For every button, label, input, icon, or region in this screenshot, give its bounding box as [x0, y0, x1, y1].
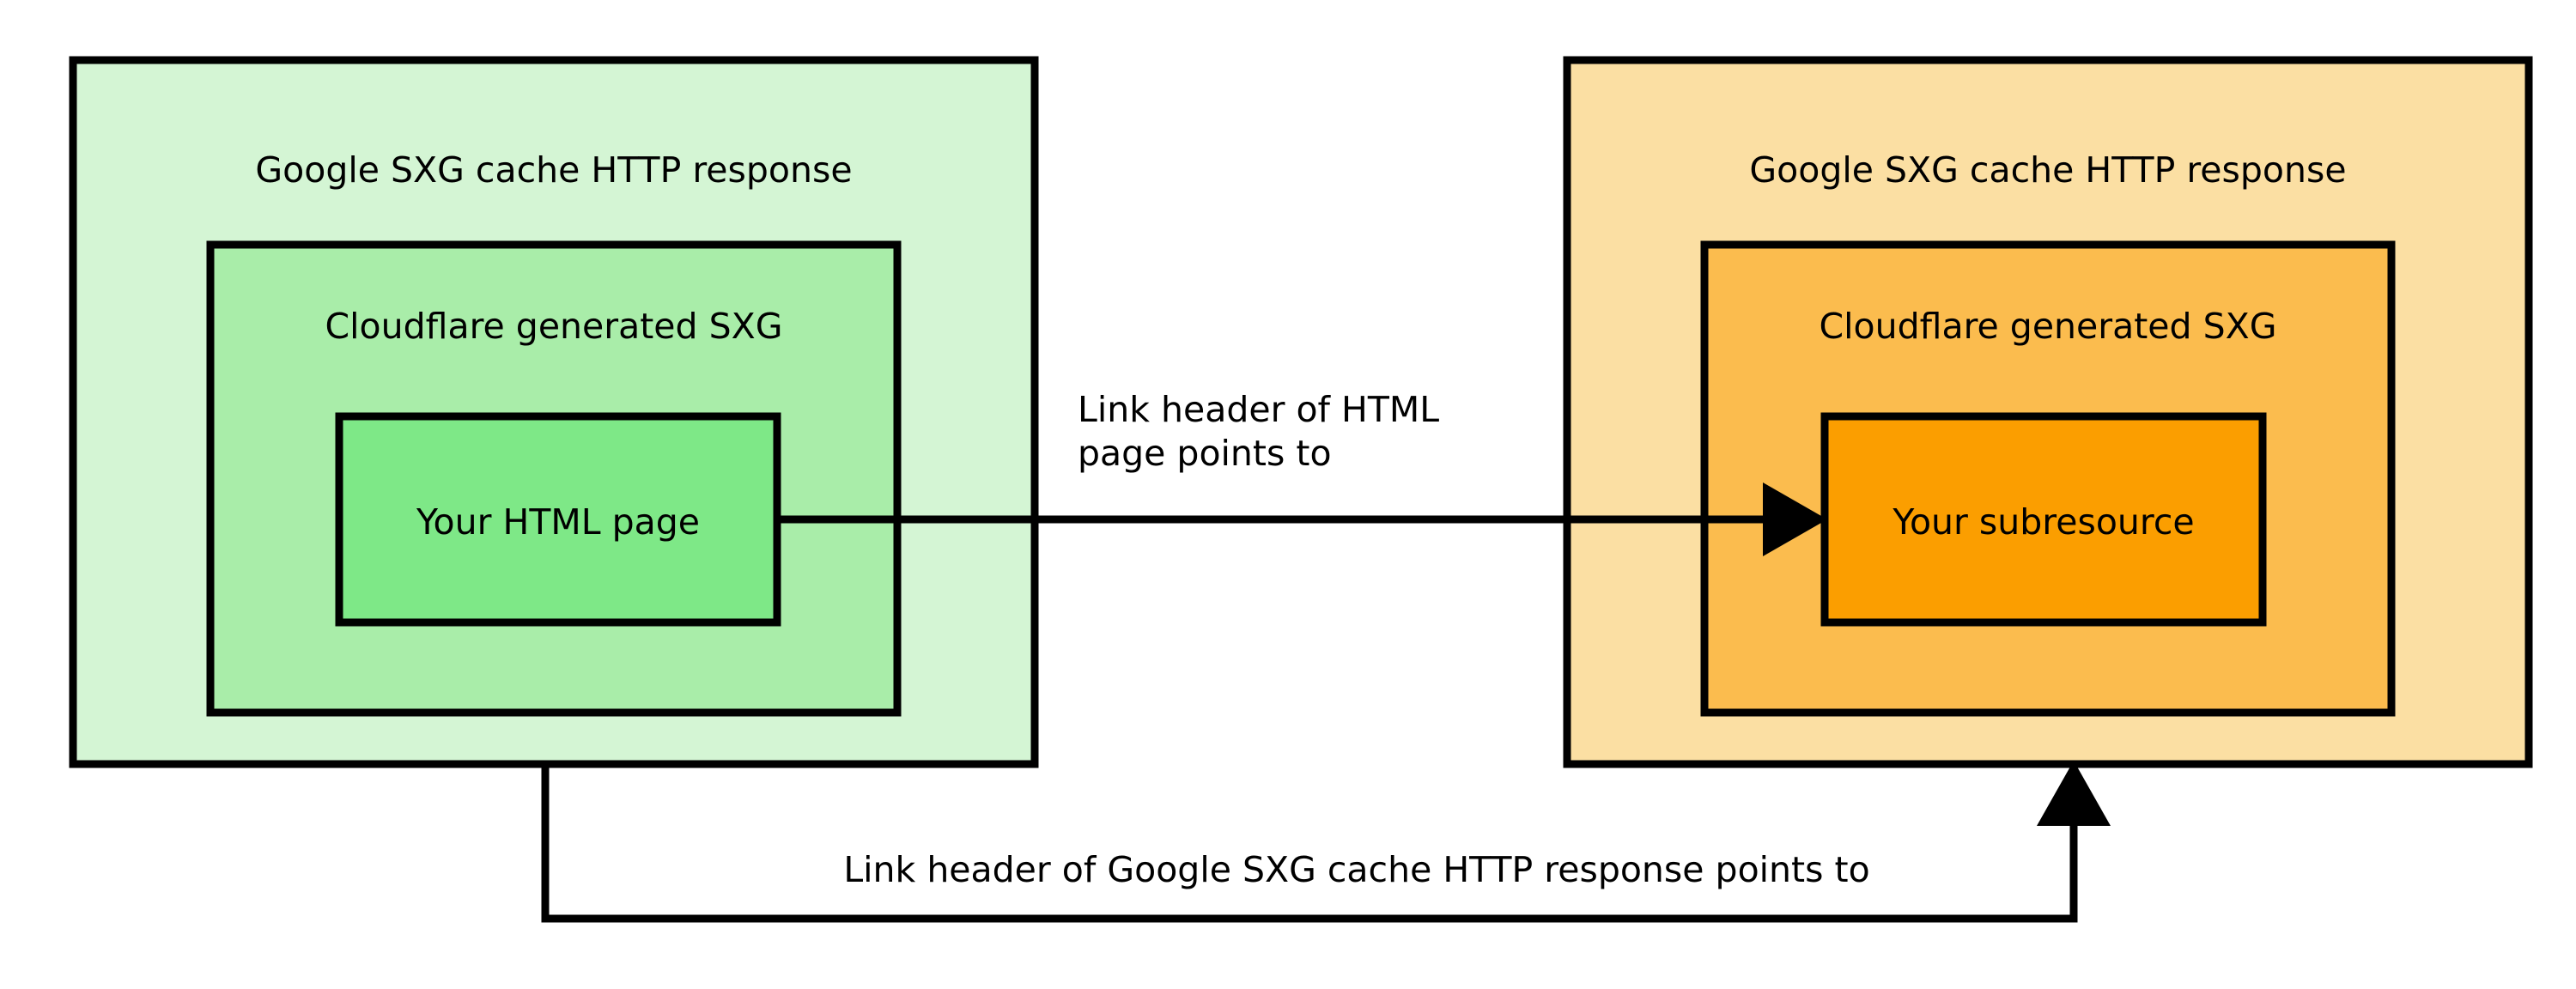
green-mid-box-label: Cloudflare generated SXG — [325, 306, 783, 347]
html-link-edge-label: Link header of HTML page points to — [1078, 388, 1558, 476]
green-inner-box-label: Your HTML page — [416, 501, 701, 543]
orange-inner-box-label: Your subresource — [1893, 501, 2195, 543]
cache-link-arrow-line — [541, 764, 2078, 923]
green-inner-box[interactable] — [335, 412, 781, 627]
html-link-edge-label-line2: page points to — [1078, 433, 1332, 475]
orange-outer-box-label: Google SXG cache HTTP response — [1749, 149, 2347, 191]
cache-link-edge-label: Link header of Google SXG cache HTTP res… — [687, 848, 2026, 893]
cache-link-arrowhead-icon — [2037, 761, 2111, 826]
orange-mid-box-label: Cloudflare generated SXG — [1819, 306, 2277, 347]
green-outer-box-label: Google SXG cache HTTP response — [255, 149, 853, 191]
html-to-subresource-arrowhead-icon — [1763, 482, 1827, 556]
html-link-edge-label-line1: Link header of HTML — [1078, 389, 1440, 430]
